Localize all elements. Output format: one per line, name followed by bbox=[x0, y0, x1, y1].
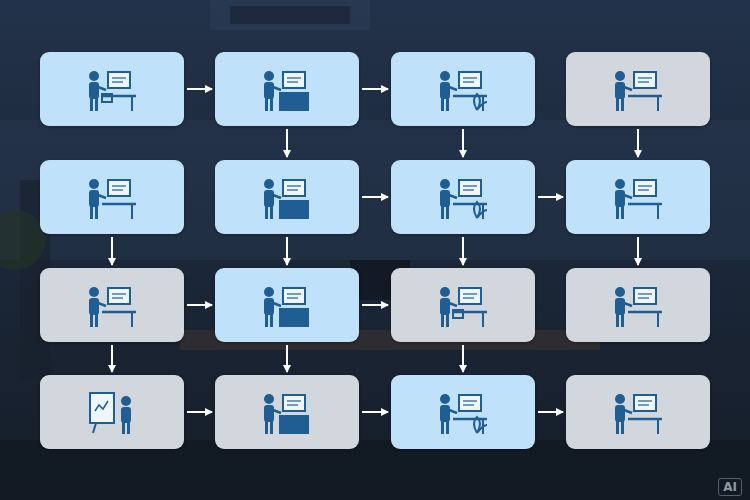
flow-arrow bbox=[362, 196, 388, 198]
process-box bbox=[391, 268, 535, 342]
flow-arrow bbox=[286, 345, 288, 372]
flow-arrow bbox=[286, 129, 288, 157]
worker-icon bbox=[566, 375, 710, 449]
process-box bbox=[391, 52, 535, 126]
worker-icon bbox=[40, 52, 184, 126]
worker-icon bbox=[40, 375, 184, 449]
worker-icon bbox=[40, 268, 184, 342]
flow-arrow bbox=[462, 345, 464, 372]
process-box bbox=[391, 375, 535, 449]
process-box bbox=[215, 160, 359, 234]
flow-arrow bbox=[187, 304, 212, 306]
process-box bbox=[566, 52, 710, 126]
flow-arrow bbox=[362, 88, 388, 90]
worker-icon bbox=[566, 268, 710, 342]
worker-icon bbox=[391, 160, 535, 234]
process-box bbox=[215, 52, 359, 126]
worker-icon bbox=[566, 52, 710, 126]
flow-arrow bbox=[538, 196, 563, 198]
worker-icon bbox=[391, 375, 535, 449]
process-box bbox=[215, 268, 359, 342]
process-box bbox=[566, 160, 710, 234]
process-box bbox=[566, 268, 710, 342]
process-box bbox=[40, 268, 184, 342]
worker-icon bbox=[215, 52, 359, 126]
flow-arrow bbox=[637, 237, 639, 265]
flow-arrow bbox=[187, 411, 212, 413]
worker-icon bbox=[391, 52, 535, 126]
flow-arrow bbox=[111, 345, 113, 372]
worker-icon bbox=[215, 375, 359, 449]
flow-arrow bbox=[538, 411, 563, 413]
worker-icon bbox=[391, 268, 535, 342]
worker-icon bbox=[40, 160, 184, 234]
flow-arrow bbox=[462, 237, 464, 265]
worker-icon bbox=[215, 268, 359, 342]
worker-icon bbox=[566, 160, 710, 234]
flow-arrow bbox=[462, 129, 464, 157]
watermark: AI bbox=[718, 478, 742, 496]
flow-arrow bbox=[362, 411, 388, 413]
flow-arrow bbox=[187, 88, 212, 90]
process-box bbox=[215, 375, 359, 449]
process-box bbox=[391, 160, 535, 234]
process-box bbox=[566, 375, 710, 449]
flow-arrow bbox=[286, 237, 288, 265]
flow-arrow bbox=[111, 237, 113, 265]
process-box bbox=[40, 375, 184, 449]
worker-icon bbox=[215, 160, 359, 234]
flow-arrow bbox=[637, 129, 639, 157]
process-box bbox=[40, 52, 184, 126]
process-box bbox=[40, 160, 184, 234]
flow-arrow bbox=[362, 304, 388, 306]
